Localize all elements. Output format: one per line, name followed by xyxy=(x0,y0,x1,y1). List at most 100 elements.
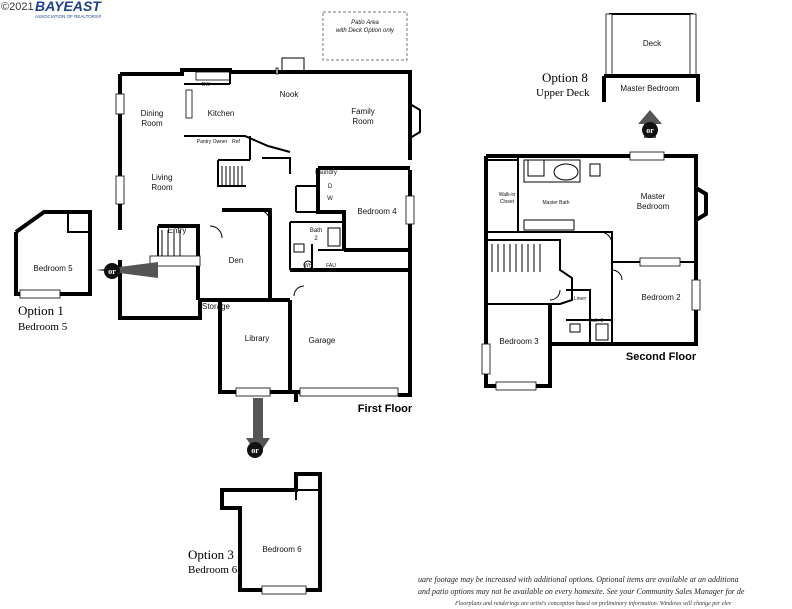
hall-wall xyxy=(262,157,291,174)
dishwasher-label: DW xyxy=(202,82,211,88)
garage-label: Garage xyxy=(309,336,336,345)
option8-master-label: Master Bedroom xyxy=(620,84,679,93)
bedroom2-top-window xyxy=(639,257,681,267)
option3-or-text: or xyxy=(251,446,259,455)
watermark: ©2021 BAYEAST ASSOCIATION OF REALTORS® xyxy=(1,0,102,19)
entry-door-swing xyxy=(209,225,223,239)
second-floor-plan: Walk-in Closet Master Bath Master Bedroo… xyxy=(481,151,708,391)
brand-logo-text: BAYEAST xyxy=(35,0,102,14)
upper-master-wall xyxy=(602,74,700,102)
living-room-label: Living xyxy=(152,173,173,182)
option8-subtitle: Upper Deck xyxy=(536,87,590,99)
kitchen-top-wall xyxy=(184,72,231,85)
dining-room-label: Dining xyxy=(141,109,164,118)
stair-treads xyxy=(221,166,243,186)
master-bay-window xyxy=(694,186,708,222)
footnote-line-2: and patio options may not be available o… xyxy=(418,587,745,596)
second-floor-title: Second Floor xyxy=(626,351,697,363)
option3-bedroom6-plan: or Bedroom 6 Option 3 Bedroom 6 xyxy=(188,398,322,595)
bedroom5-label: Bedroom 5 xyxy=(33,264,73,273)
option1-bedroom5-plan: Bedroom 5 Option 1 Bedroom 5 or xyxy=(14,210,158,333)
footnote-line-1: uare footage may be increased with addit… xyxy=(418,575,739,584)
bath2-label: Bath xyxy=(310,228,322,234)
kitchen-island xyxy=(184,135,291,153)
dining-window xyxy=(115,93,125,115)
footnote-line-3: Floorplans and renderings are artist's c… xyxy=(454,600,732,607)
patio-area-outline xyxy=(322,11,408,61)
entry-stair-treads xyxy=(161,230,181,260)
storage-label: Storage xyxy=(202,302,231,311)
entry-label: Entry xyxy=(168,226,187,235)
water-heater xyxy=(303,260,313,270)
nook-slider-marker xyxy=(275,67,279,75)
master-bath-label: Master Bath xyxy=(543,200,570,206)
bath2-walls xyxy=(289,221,344,270)
kitchen-label: Kitchen xyxy=(208,109,235,118)
option1-arrow xyxy=(96,262,158,278)
bedroom6-label: Bedroom 6 xyxy=(262,545,302,554)
family-bay-window xyxy=(409,103,421,139)
kitchen-counter-top xyxy=(195,71,231,81)
bath3-walls xyxy=(566,289,612,344)
brand-tagline: ASSOCIATION OF REALTORS® xyxy=(35,13,102,19)
second-floor-exterior-top-right xyxy=(486,154,698,346)
first-floor-plan: Patio Area with Deck Option only xyxy=(115,11,421,415)
option1-or-text: or xyxy=(108,267,116,276)
bath3-tub xyxy=(595,323,609,341)
master-bedroom-label: Master xyxy=(641,192,666,201)
bedroom4-window xyxy=(405,195,415,225)
master-bath-counter xyxy=(523,219,575,231)
laundry-wall xyxy=(316,168,346,250)
family-room-label: Family xyxy=(351,107,375,116)
bath3-label: Bath 3 xyxy=(589,318,604,324)
first-floor-title: First Floor xyxy=(358,403,413,415)
library-wall-bottom xyxy=(266,390,300,402)
garage-door xyxy=(299,387,399,397)
den-door-swing xyxy=(257,209,271,223)
upper-stair-treads xyxy=(491,244,541,272)
option8-title: Option 8 xyxy=(542,70,588,85)
option3-subtitle: Bedroom 6 xyxy=(188,564,238,576)
patio-label: Patio Area xyxy=(351,20,379,26)
kitchen-counter xyxy=(185,89,193,119)
furnace-label: FAU xyxy=(326,263,336,269)
laundry-label: Laundry xyxy=(315,170,337,176)
refrigerator-label: Ref xyxy=(232,139,240,145)
bedroom5-closet xyxy=(67,212,90,233)
option3-or-badge xyxy=(247,442,263,458)
library-window xyxy=(235,387,271,397)
nook-label: Nook xyxy=(280,90,300,99)
walkin-closet-label: Walk-in xyxy=(499,192,516,198)
closet-bath-walls xyxy=(486,156,613,262)
dining-room-label-2: Room xyxy=(141,119,163,128)
master-door-swing xyxy=(599,231,613,245)
deck-label: Deck xyxy=(643,39,662,48)
bedroom3-door-swing xyxy=(549,289,561,301)
den-label: Den xyxy=(229,256,244,265)
laundry-partitions xyxy=(295,185,318,213)
master-window xyxy=(629,151,665,161)
stair-walls xyxy=(217,136,251,187)
library-wall-left xyxy=(218,300,240,394)
master-tub xyxy=(553,163,579,181)
option1-title: Option 1 xyxy=(18,303,64,318)
option8-upper-deck-plan: Deck Master Bedroom Option 8 Upper Deck … xyxy=(536,13,700,138)
washer-label: W xyxy=(327,196,333,202)
exterior-wall-right xyxy=(398,170,412,397)
exterior-wall-lower-left xyxy=(118,260,222,320)
living-window xyxy=(115,175,125,205)
master-bedroom-label-2: Bedroom xyxy=(637,202,670,211)
bedroom2-label: Bedroom 2 xyxy=(641,293,681,302)
water-heater-label: WH xyxy=(304,263,313,269)
family-room-label-2: Room xyxy=(352,117,374,126)
bedroom6-window xyxy=(261,585,307,595)
linen-label: Linen xyxy=(574,296,586,302)
bedroom2-door-swing xyxy=(611,269,623,281)
bedroom6-closet xyxy=(295,474,320,500)
exterior-wall-top xyxy=(120,68,412,160)
master-bath-vanity xyxy=(523,159,581,183)
option1-or-badge xyxy=(104,263,120,279)
owner-label: Owner xyxy=(213,139,228,145)
living-room-label-2: Room xyxy=(151,183,173,192)
